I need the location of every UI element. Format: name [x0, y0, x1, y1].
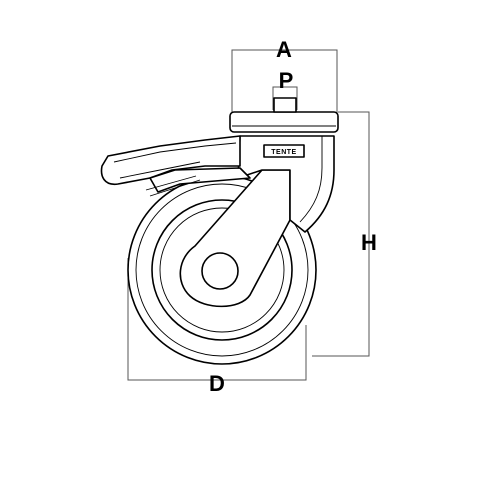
- top-plate: [229, 97, 339, 133]
- brake-link-2: [145, 175, 197, 191]
- axle-hub: [201, 252, 239, 290]
- brake-pedal: [100, 135, 241, 186]
- dimension-lines: [127, 49, 370, 381]
- top-plate-body: [229, 111, 339, 133]
- brand-plate: [263, 144, 305, 158]
- dimension-label-d: D: [209, 371, 225, 396]
- brake-link-1: [149, 179, 201, 197]
- housing-edge: [299, 136, 323, 223]
- wheel-rim-inner: [159, 207, 285, 333]
- housing-body: [237, 135, 335, 233]
- dimension-labels: A P H D: [209, 37, 377, 396]
- dimension-h-line: [312, 111, 370, 357]
- wheel-tire-inner-edge: [135, 183, 309, 357]
- brake-assembly: [100, 135, 251, 197]
- brake-pedal-lower-ridge: [119, 161, 201, 179]
- wheel-rim: [151, 199, 293, 341]
- brand-plate-text: TENTE: [271, 149, 296, 156]
- brake-pedal-ridge: [113, 142, 237, 163]
- dimension-label-a: A: [276, 37, 292, 62]
- stem: [273, 97, 297, 113]
- dimension-label-p: P: [279, 68, 294, 93]
- dimension-d-line: [127, 258, 307, 381]
- fork: [179, 169, 291, 308]
- swivel-housing: TENTE: [237, 135, 335, 233]
- dimension-a-line: [231, 49, 338, 114]
- dimension-p-line: [272, 86, 298, 110]
- dimension-label-h: H: [361, 230, 377, 255]
